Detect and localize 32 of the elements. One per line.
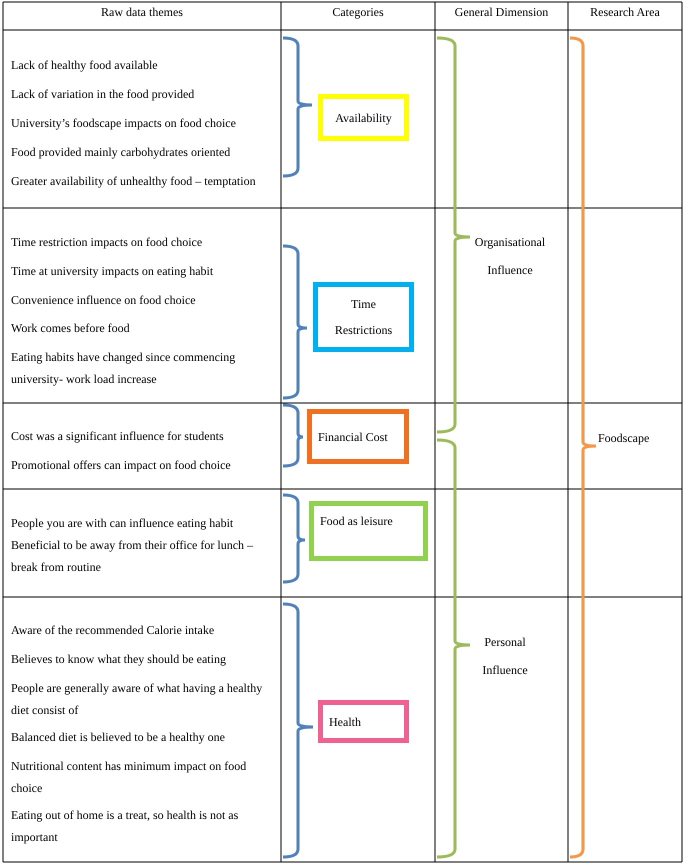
theme-text: Convenience influence on food choice (11, 292, 197, 309)
theme-text: Aware of the recommended Calorie intake (11, 622, 216, 639)
category-box: Time Restrictions (313, 282, 414, 352)
category-box: Food as leisure (309, 501, 428, 561)
theme-text: Promotional offers can impact on food choice (11, 457, 232, 474)
theme-text: Nutritional content has minimum impact on food choice (11, 758, 248, 797)
theme-text: Lack of healthy food available (11, 57, 159, 74)
column-header: Categories (331, 4, 385, 20)
dimension-text: Organisational Influence (474, 234, 546, 279)
theme-text: Believes to know what they should be eating (11, 651, 227, 668)
theme-text: Beneficial to be away from their office for lunch – break from routine (11, 537, 254, 576)
dimension-text: Personal Influence (481, 634, 529, 679)
column-header: Research Area (589, 4, 661, 20)
theme-text: Greater availability of unhealthy food – temptation (11, 173, 257, 190)
theme-text: Time at university impacts on eating habit (11, 263, 214, 280)
theme-text: Balanced diet is believed to be a healthy one (11, 729, 226, 746)
theme-text: People you are with can influence eating habit (11, 515, 234, 532)
theme-text: Eating habits have changed since commencing university- work load increase (11, 349, 236, 388)
category-box: Health (318, 700, 409, 743)
theme-text: Work comes before food (11, 320, 131, 337)
theme-text: Cost was a significant influence for students (11, 428, 225, 445)
theme-text: Time restriction impacts on food choice (11, 234, 204, 251)
theme-text: Eating out of home is a treat, so health is not as important (11, 807, 240, 846)
theme-text: Lack of variation in the food provided (11, 86, 196, 103)
theme-text: Food provided mainly carbohydrates oriented (11, 144, 232, 161)
category-box: Availability (318, 94, 409, 141)
theme-text: People are generally aware of what having a healthy diet consist of (11, 680, 264, 719)
column-header: Raw data themes (100, 4, 184, 20)
theme-text: University’s foodscape impacts on food choice (11, 115, 237, 132)
column-header: General Dimension (454, 4, 550, 20)
research-area-text: Foodscape (598, 430, 650, 447)
category-box: Financial Cost (307, 409, 409, 464)
